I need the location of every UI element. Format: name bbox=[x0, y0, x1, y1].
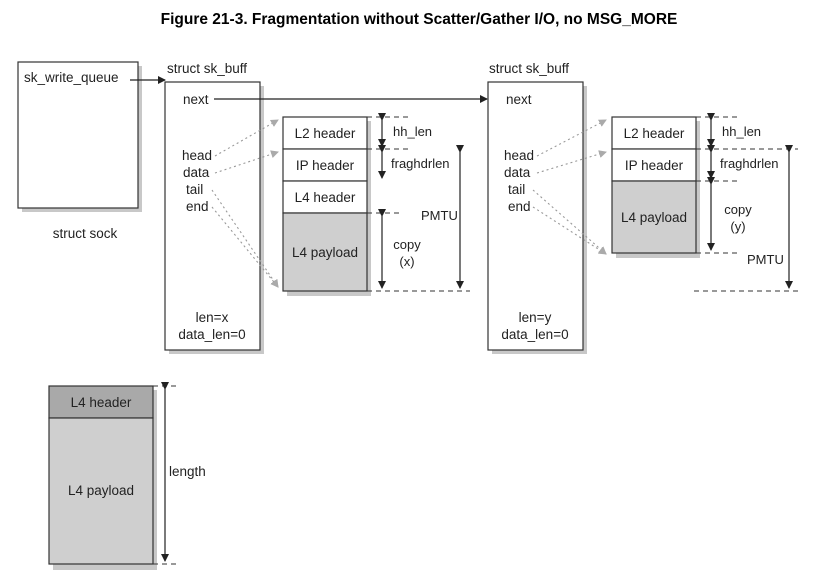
frag1-hh-len: hh_len bbox=[393, 124, 432, 139]
frag1-ip-header: IP header bbox=[296, 158, 355, 173]
fragment-2-dimensions: hh_len fraghdrlen copy (y) PMTU bbox=[694, 113, 798, 292]
frag2-copy-var: (y) bbox=[730, 219, 745, 234]
frag1-l2-header: L2 header bbox=[295, 126, 356, 141]
skb1-caption: struct sk_buff bbox=[167, 61, 247, 76]
orig-l4-payload: L4 payload bbox=[68, 483, 134, 498]
struct-sock-caption: struct sock bbox=[53, 226, 118, 241]
frag1-fraghdrlen: fraghdrlen bbox=[391, 156, 450, 171]
skb2-pointers bbox=[532, 119, 607, 255]
skb2-caption: struct sk_buff bbox=[489, 61, 569, 76]
sk-buff-2: struct sk_buff next head data tail end l… bbox=[487, 61, 587, 354]
fragment-1: L2 header IP header L4 header L4 payload bbox=[282, 116, 371, 296]
skb1-tail: tail bbox=[186, 182, 203, 197]
skb1-len: len=x bbox=[196, 310, 229, 325]
frag1-l4-payload: L4 payload bbox=[292, 245, 358, 260]
skb2-len: len=y bbox=[519, 310, 552, 325]
skb2-head: head bbox=[504, 148, 534, 163]
frag1-l4-header: L4 header bbox=[295, 190, 356, 205]
struct-sock: sk_write_queue struct sock bbox=[17, 61, 142, 241]
fragment-2: L2 header IP header L4 payload bbox=[611, 116, 700, 258]
frag1-copy-var: (x) bbox=[399, 254, 414, 269]
frag2-l2-header: L2 header bbox=[624, 126, 685, 141]
frag2-hh-len: hh_len bbox=[722, 124, 761, 139]
skb1-data: data bbox=[183, 165, 210, 180]
original-buffer: L4 header L4 payload length bbox=[48, 382, 206, 570]
frag2-fraghdrlen: fraghdrlen bbox=[720, 156, 779, 171]
sk-buff-1: struct sk_buff next head data tail end l… bbox=[164, 61, 264, 354]
skb2-tail: tail bbox=[508, 182, 525, 197]
frag2-ip-header: IP header bbox=[625, 158, 684, 173]
frag2-copy: copy bbox=[724, 202, 752, 217]
frag2-pmtu: PMTU bbox=[747, 252, 784, 267]
skb2-data: data bbox=[504, 165, 531, 180]
skb1-next: next bbox=[183, 92, 209, 107]
orig-l4-header: L4 header bbox=[71, 395, 132, 410]
skb2-data-len: data_len=0 bbox=[501, 327, 568, 342]
skb2-next: next bbox=[506, 92, 532, 107]
figure-title: Figure 21-3. Fragmentation without Scatt… bbox=[161, 11, 678, 28]
skb2-end: end bbox=[508, 199, 531, 214]
frag1-pmtu: PMTU bbox=[421, 208, 458, 223]
frag2-l4-payload: L4 payload bbox=[621, 210, 687, 225]
skb1-head: head bbox=[182, 148, 212, 163]
fragment-1-dimensions: hh_len fraghdrlen PMTU copy (x) bbox=[367, 113, 470, 292]
skb1-data-len: data_len=0 bbox=[178, 327, 245, 342]
sk-write-queue-label: sk_write_queue bbox=[24, 70, 119, 85]
skb1-pointers bbox=[211, 119, 279, 288]
skb1-end: end bbox=[186, 199, 209, 214]
frag1-copy: copy bbox=[393, 237, 421, 252]
orig-length: length bbox=[169, 464, 206, 479]
